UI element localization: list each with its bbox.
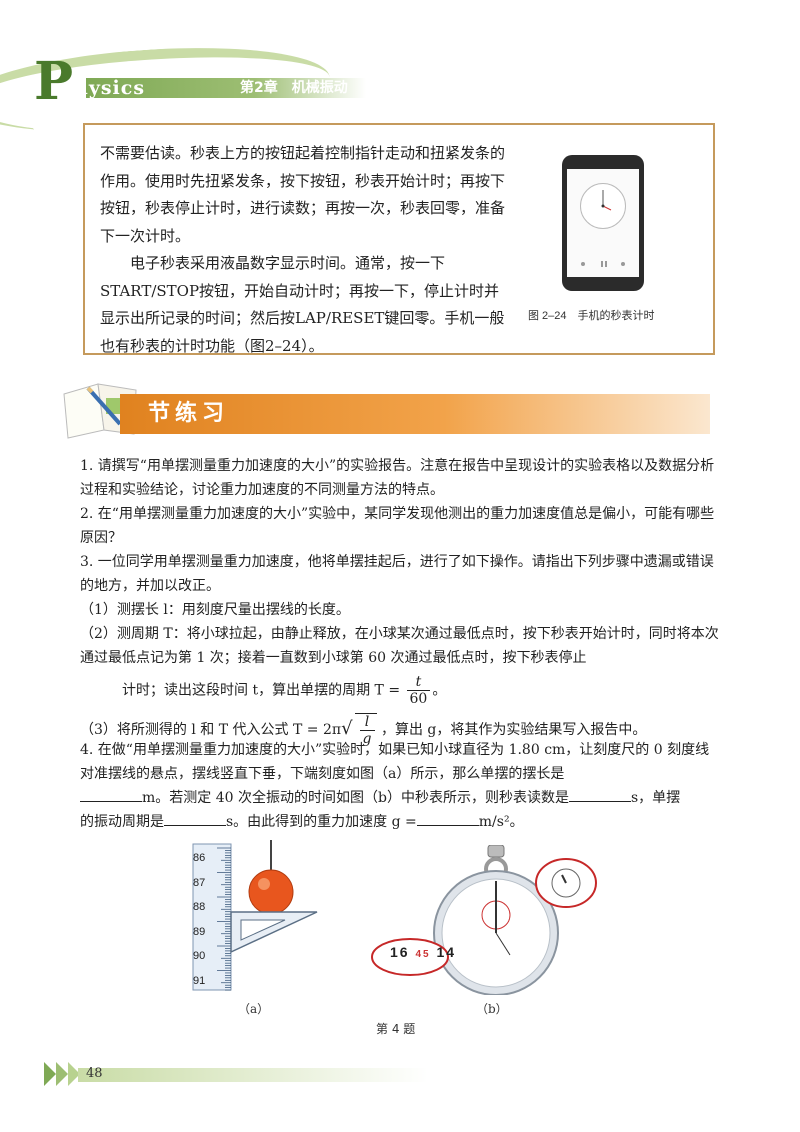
- section-title: 节练习: [148, 401, 230, 426]
- exercise-4-unit-ms2: m/s²。: [478, 814, 524, 830]
- section-header-bar: [120, 394, 710, 434]
- zoom-mark-14: 14: [436, 944, 457, 960]
- exercise-4-line-3: 的振动周期是 s。由此得到的重力加速度 g = m/s²。: [80, 810, 720, 834]
- footer-bar: [78, 1068, 428, 1082]
- figure-b-caption: （b）: [476, 1002, 508, 1016]
- exercise-3-step-2-end: 计时；读出这段时间 t，算出单摆的周期 T = t 60 。: [80, 674, 720, 707]
- stopwatch-figure: [371, 845, 597, 995]
- ruler-tick-90: 90: [193, 950, 206, 962]
- exercise-4-unit-m: m。若测定 40 次全振动的时间如图（b）中秒表所示，则秒表读数是: [142, 790, 569, 806]
- header-bar: [86, 78, 366, 98]
- ruler-tick-88: 88: [193, 901, 206, 913]
- ruler-tick-91: 91: [193, 975, 206, 987]
- exercise-3-step-2-tail: 计时；读出这段时间 t，算出单摆的周期 T =: [122, 682, 401, 699]
- chapter-title: 第2章 机械振动: [240, 80, 348, 96]
- exercise-4-g-label: s。由此得到的重力加速度 g =: [226, 814, 417, 830]
- ruler-tick-87: 87: [193, 877, 206, 889]
- exercise-3-step-2: （2）测周期 T：将小球拉起，由静止释放，在小球某次通过最低点时，按下秒表开始计…: [80, 626, 719, 666]
- exercise-4-text: 4. 在做“用单摆测量重力加速度的大小”实验时，如果已知小球直径为 1.80 c…: [80, 742, 710, 782]
- exercise-4: 4. 在做“用单摆测量重力加速度的大小”实验时，如果已知小球直径为 1.80 c…: [80, 738, 720, 834]
- formula-denominator: g: [362, 731, 372, 747]
- zoom-mark-16: 16: [389, 944, 410, 960]
- answer-blank-time[interactable]: [568, 787, 631, 802]
- stopwatch-zoom-readout: 16 45 14: [388, 944, 458, 960]
- answer-blank-length[interactable]: [80, 787, 142, 802]
- info-box: [83, 123, 715, 355]
- exercise-3: 3. 一位同学用单摆测量重力加速度，他将单摆挂起后，进行了如下操作。请指出下列步…: [80, 550, 720, 747]
- phone-control-icons: [581, 261, 625, 267]
- exercise-4-unit-s: s，单摆: [630, 790, 681, 806]
- figure-caption-2-24: 图 2–24 手机的秒表计时: [528, 310, 655, 322]
- exercise-4-period-label: 的振动周期是: [80, 814, 164, 830]
- exercise-3-step-3-end: ，算出 g，将其作为实验结果写入报告中。: [380, 722, 647, 738]
- fraction-numerator: t: [406, 674, 431, 691]
- answer-blank-period[interactable]: [164, 811, 226, 826]
- exercise-2: 2. 在“用单摆测量重力加速度的大小”实验中，某同学发现他测出的重力加速度值总是…: [80, 502, 720, 550]
- figure-a-caption: （a）: [238, 1002, 270, 1016]
- info-paragraph-1: 不需要估读。秒表上方的按钮起着控制指针走动和扭紧发条的作用。使用时先扭紧发条，按…: [100, 144, 506, 245]
- formula-numerator: l: [359, 714, 375, 731]
- exercise-3-step-2-period: 。: [432, 682, 447, 699]
- ruler-ball-figure: [192, 840, 318, 991]
- exercise-3-step-1: （1）测摆长 l：用刻度尺量出摆线的长度。: [80, 602, 350, 618]
- figure-title: 第 4 题: [376, 1022, 416, 1036]
- ruler-tick-89: 89: [193, 926, 206, 938]
- phone-stopwatch-image: [562, 155, 644, 291]
- phone-screen: [567, 169, 639, 277]
- exercise-3-text: 3. 一位同学用单摆测量重力加速度，他将单摆挂起后，进行了如下操作。请指出下列步…: [80, 554, 714, 594]
- period-fraction: t 60: [406, 674, 431, 707]
- stopwatch-dial-icon: [580, 183, 626, 229]
- ruler-tick-86: 86: [193, 852, 206, 864]
- fraction-denominator: 60: [409, 691, 428, 707]
- info-paragraph-2: 电子秒表采用液晶数字显示时间。通常，按一下START/STOP按钮，开始自动计时…: [100, 254, 505, 355]
- info-box-text: 不需要估读。秒表上方的按钮起着控制指针走动和扭紧发条的作用。使用时先扭紧发条，按…: [100, 140, 510, 360]
- exercise-3-step-3-start: （3）将所测得的 l 和 T 代入公式 T = 2π: [80, 722, 342, 738]
- zoom-mark-45: 45: [415, 949, 431, 960]
- exercise-1-text: 1. 请撰写“用单摆测量重力加速度的大小”的实验报告。注意在报告中呈现设计的实验…: [80, 458, 715, 498]
- page-number: 48: [86, 1066, 103, 1081]
- exercise-4-line-2: m。若测定 40 次全振动的时间如图（b）中秒表所示，则秒表读数是 s，单摆: [80, 786, 720, 810]
- answer-blank-gravity[interactable]: [416, 811, 479, 826]
- logo-text: hysics: [74, 77, 146, 99]
- exercise-1: 1. 请撰写“用单摆测量重力加速度的大小”的实验报告。注意在报告中呈现设计的实验…: [80, 454, 720, 502]
- exercise-2-text: 2. 在“用单摆测量重力加速度的大小”实验中，某同学发现他测出的重力加速度值总是…: [80, 506, 715, 546]
- logo-letter: P: [34, 51, 74, 112]
- footer-arrows-icon: [44, 1062, 80, 1086]
